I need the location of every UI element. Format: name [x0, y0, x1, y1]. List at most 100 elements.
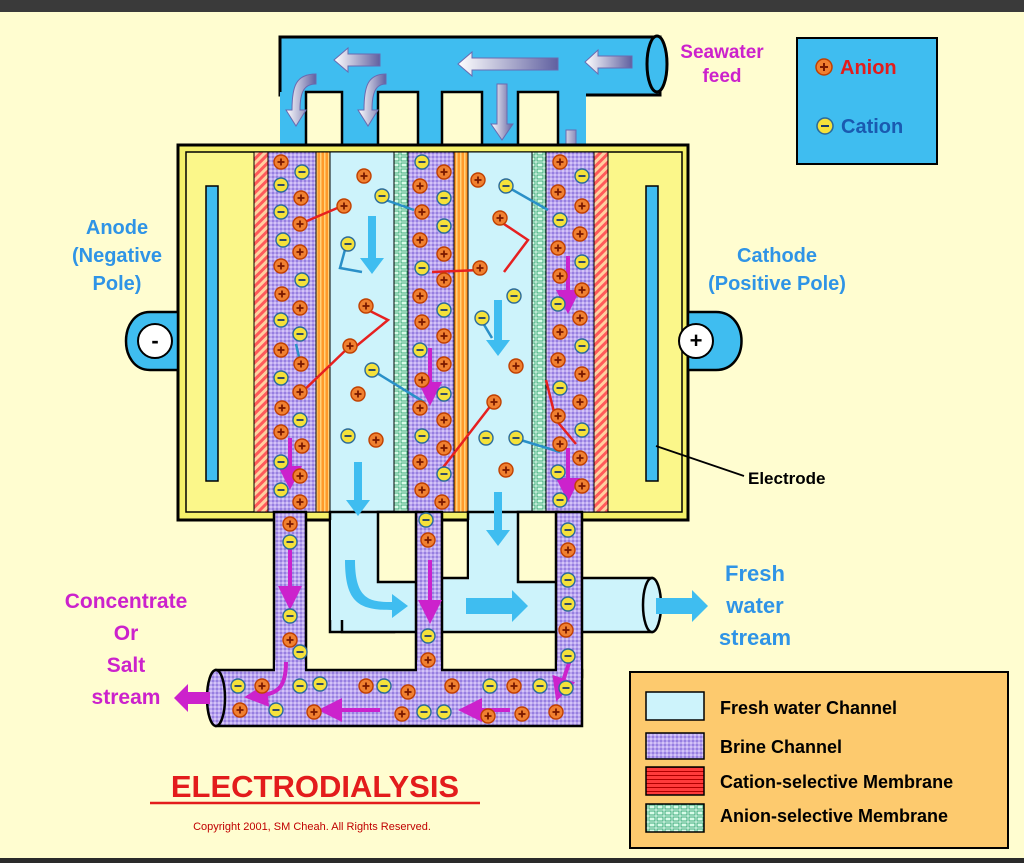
anion-ion	[552, 154, 568, 170]
cation-ion	[574, 422, 590, 438]
anion-ion	[550, 408, 566, 424]
cation-ion	[482, 678, 498, 694]
anion-ion	[368, 432, 384, 448]
brine-flow-arrows	[244, 256, 580, 722]
anion-ion	[572, 226, 588, 242]
anode-label-2: (Negative	[72, 245, 162, 267]
cation-legend-label: Cation	[841, 116, 903, 138]
fresh-channel-legend-label: Fresh water Channel	[720, 698, 897, 718]
anion-ion	[572, 394, 588, 410]
anion-ion	[356, 168, 372, 184]
fresh-stream-label-3: stream	[719, 625, 791, 650]
cation-ion	[574, 338, 590, 354]
anion-ion	[550, 184, 566, 200]
anion-ion	[412, 454, 428, 470]
anion-ion	[342, 338, 358, 354]
anode-label-3: Pole)	[93, 273, 142, 295]
cation-ion	[420, 628, 436, 644]
anion-ion	[414, 372, 430, 388]
anion-ion	[550, 352, 566, 368]
anion-ion	[414, 314, 430, 330]
cation-ion	[364, 362, 380, 378]
cation-ion	[552, 492, 568, 508]
anion-ion	[436, 328, 452, 344]
anion-ion	[412, 400, 428, 416]
anion-ion	[508, 358, 524, 374]
seawater-label-2: feed	[702, 66, 741, 87]
anion-ion	[558, 622, 574, 638]
cation-ion	[292, 412, 308, 428]
cation-ion	[294, 272, 310, 288]
cation-ion	[560, 572, 576, 588]
anion-ion	[550, 240, 566, 256]
fresh-stream-label-1: Fresh	[725, 561, 785, 586]
cation-ion	[474, 310, 490, 326]
cation-ion	[416, 704, 432, 720]
anion-ion	[434, 494, 450, 510]
anion-ion	[394, 706, 410, 722]
cation-membrane-2	[453, 151, 469, 513]
anion-ion	[412, 288, 428, 304]
cation-ion	[292, 678, 308, 694]
brine-channel-swatch	[645, 732, 705, 760]
anion-ion	[282, 516, 298, 532]
cation-ion	[436, 190, 452, 206]
cation-ion	[558, 680, 574, 696]
ion-legend: Anion Cation	[796, 37, 938, 165]
cation-membrane-left	[253, 151, 269, 513]
brine-channel-legend-label: Brine Channel	[720, 737, 842, 757]
cation-ion	[560, 522, 576, 538]
anode-terminal: -	[124, 310, 180, 372]
cation-ion	[478, 430, 494, 446]
anion-ion	[470, 172, 486, 188]
anion-ion	[273, 342, 289, 358]
anion-ion	[273, 154, 289, 170]
cathode-terminal: +	[678, 310, 743, 372]
cation-ion	[498, 178, 514, 194]
electrode-label: Electrode	[748, 469, 825, 488]
anion-ion	[552, 324, 568, 340]
anion-ion	[436, 440, 452, 456]
anion-ion	[560, 542, 576, 558]
minus-sign: -	[151, 328, 158, 353]
cation-ion	[275, 232, 291, 248]
cation-ion	[552, 380, 568, 396]
electrodialysis-cell	[176, 143, 690, 522]
anion-ion	[358, 298, 374, 314]
cation-ion	[374, 188, 390, 204]
cathode-electrode	[645, 185, 659, 482]
cation-ion	[414, 428, 430, 444]
cation-ion	[532, 678, 548, 694]
anion-ion	[292, 244, 308, 260]
anion-ion	[292, 216, 308, 232]
cation-ion	[340, 236, 356, 252]
cation-ion	[376, 678, 392, 694]
anion-ion	[274, 400, 290, 416]
anion-ion	[514, 706, 530, 722]
anion-ion	[574, 478, 590, 494]
cation-membrane-1	[315, 151, 331, 513]
anion-ion	[574, 198, 590, 214]
cation-ion	[552, 212, 568, 228]
cation-migration-arrows	[297, 204, 577, 475]
seawater-feed-pipe	[278, 34, 669, 179]
cation-ion	[294, 164, 310, 180]
anion-ion	[420, 652, 436, 668]
concentrate-label-1: Concentrate	[65, 590, 188, 613]
cation-ion	[418, 512, 434, 528]
anion-ion	[350, 386, 366, 402]
anion-ion	[492, 210, 508, 226]
cation-membrane-right	[593, 151, 609, 513]
anion-ion	[293, 356, 309, 372]
cation-ion	[550, 464, 566, 480]
cation-ion	[340, 428, 356, 444]
anion-ion	[420, 532, 436, 548]
fresh-water-pipe	[328, 510, 708, 634]
anion-ion	[292, 468, 308, 484]
anion-ion	[436, 272, 452, 288]
cation-ion	[412, 342, 428, 358]
electrode-pointer	[655, 445, 745, 477]
plus-sign: +	[690, 328, 703, 353]
cation-ion	[508, 430, 524, 446]
fresh-stream-label-2: water	[725, 593, 784, 618]
